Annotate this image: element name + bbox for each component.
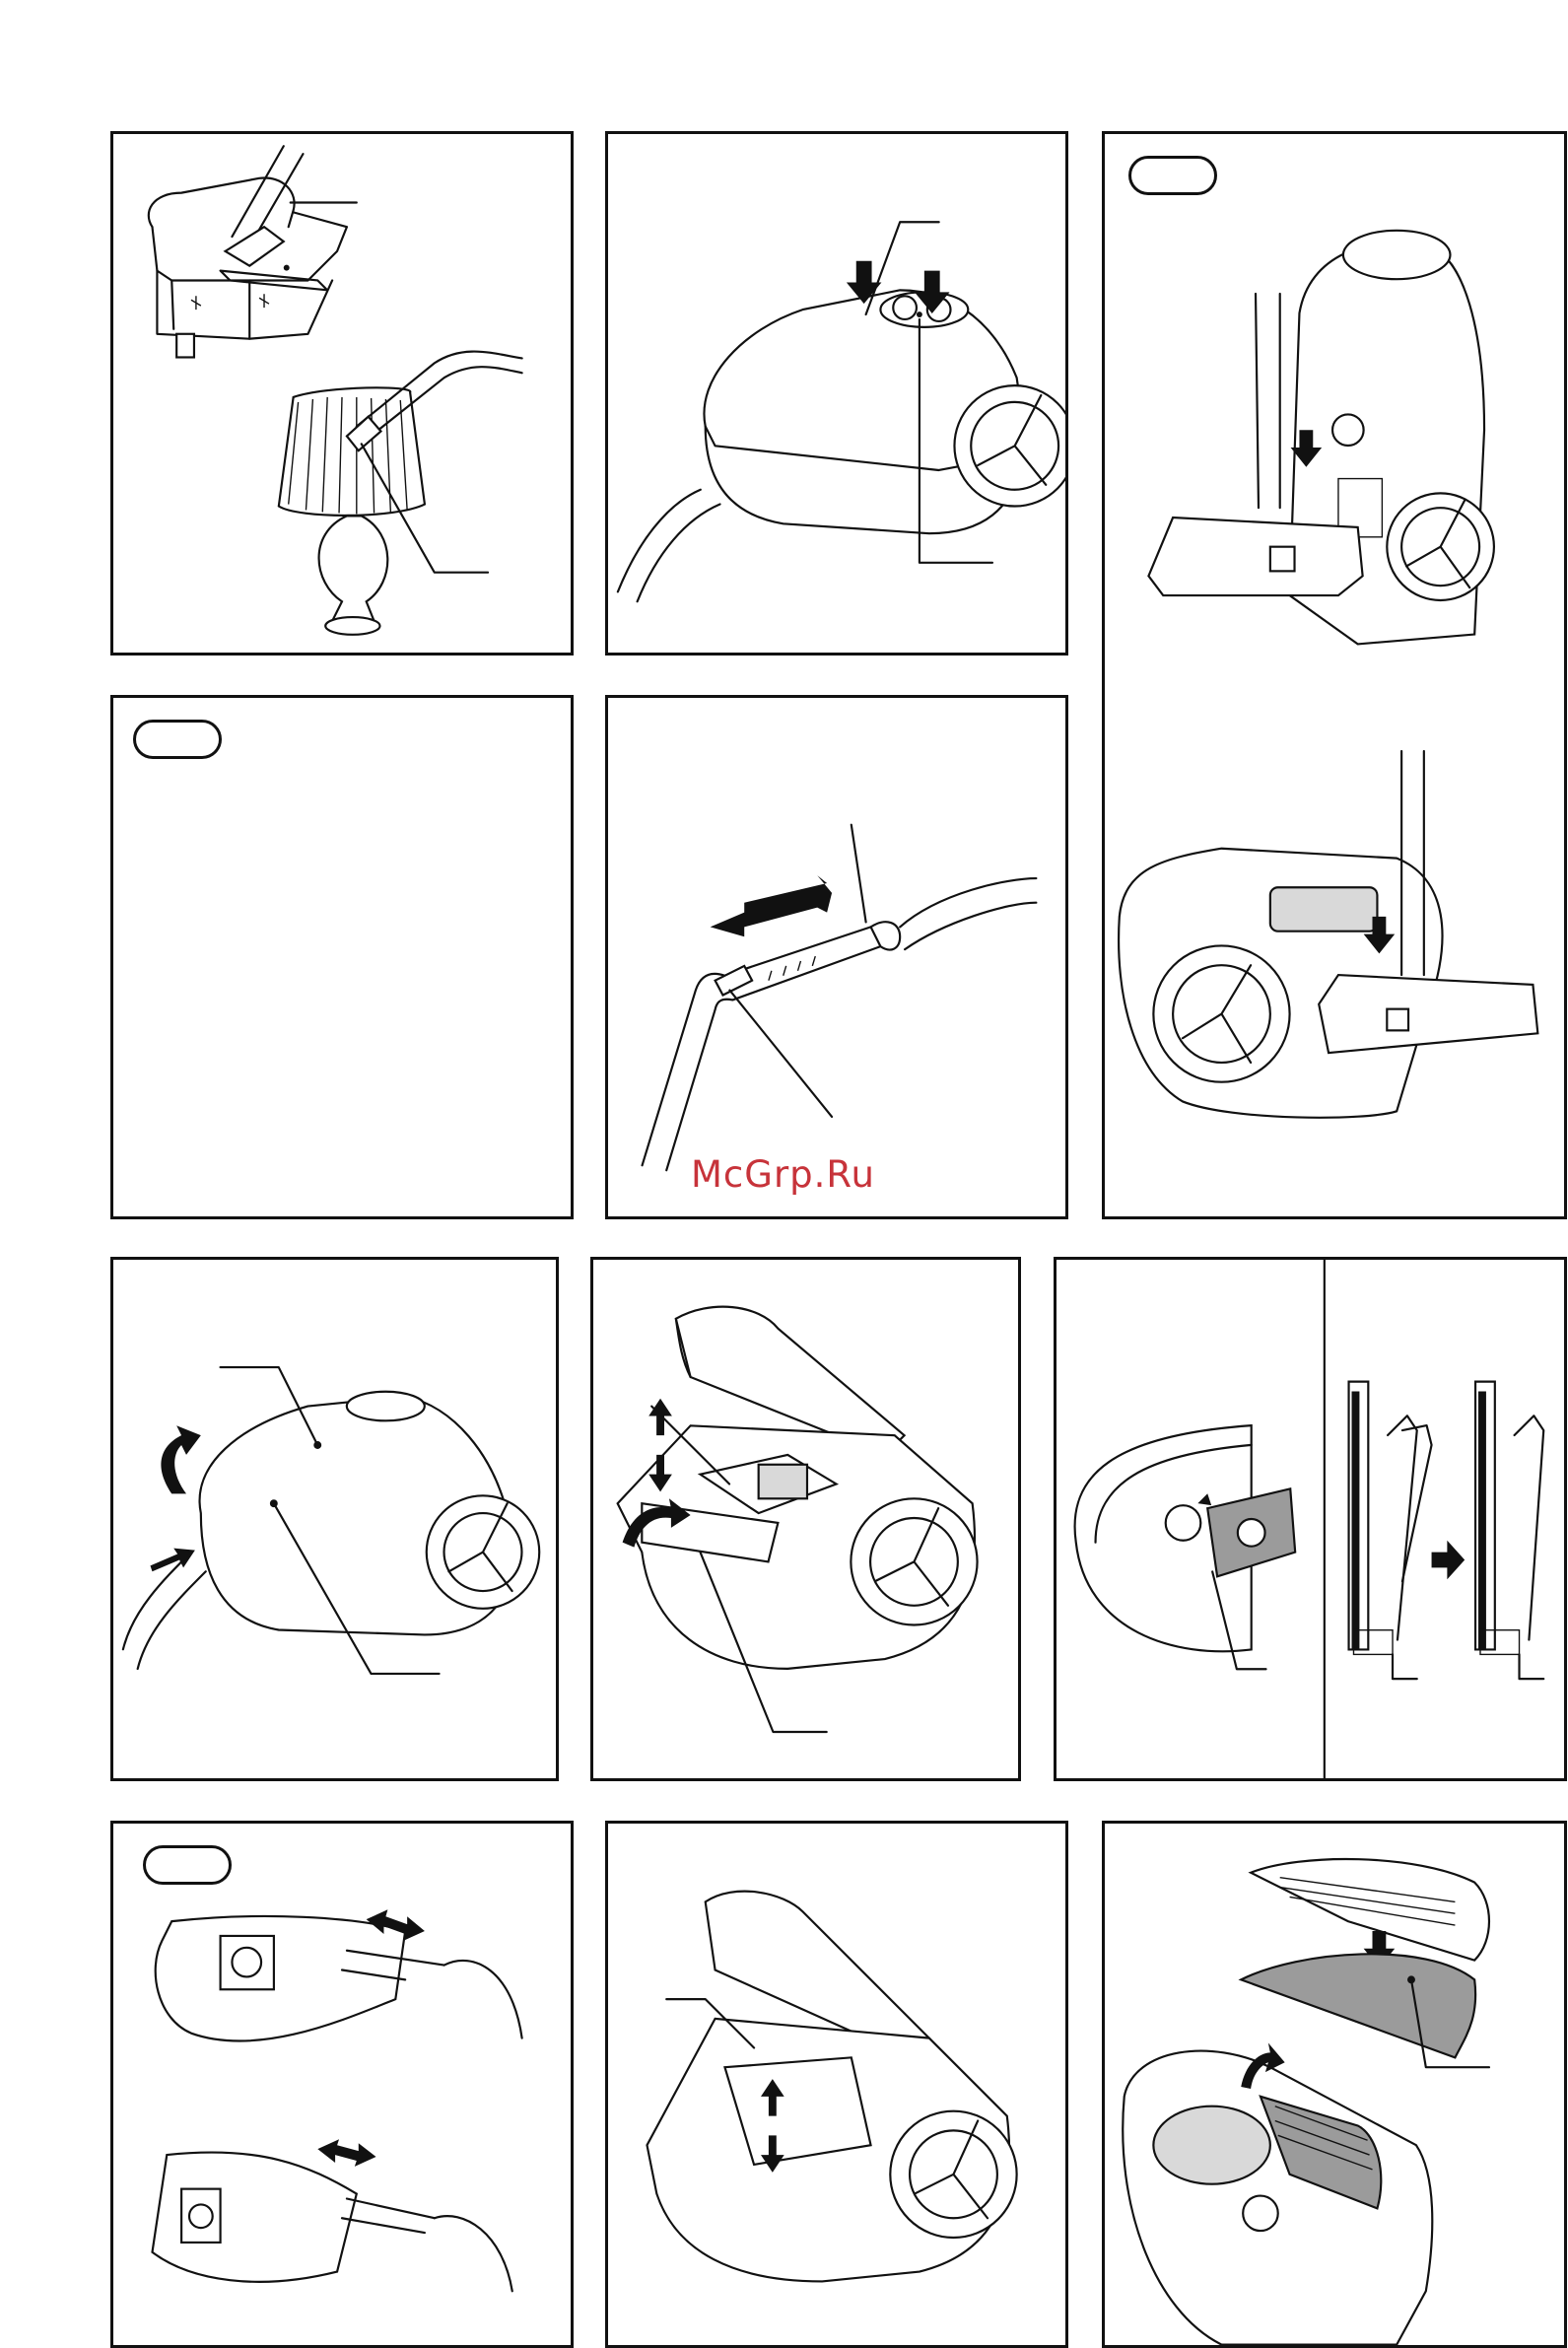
illustration-telescopic-tube xyxy=(608,698,1065,1216)
panel-parking-positions xyxy=(1102,131,1567,1219)
illustration-vacuum-top xyxy=(608,134,1065,653)
illustration-bag-insert xyxy=(608,1824,1065,2345)
panel-lid-open xyxy=(110,1257,559,1781)
illustration-sofa-lamp xyxy=(113,134,571,653)
illustration-parking xyxy=(1105,134,1564,1216)
illustration-lid-open xyxy=(113,1260,556,1778)
panel-upholstery-nozzle xyxy=(110,131,574,656)
panel-bag-holder-out xyxy=(590,1257,1021,1781)
step-badge xyxy=(133,720,222,759)
panel-bag-closing xyxy=(110,1821,574,2348)
panel-telescopic-tube: McGrp.Ru xyxy=(605,695,1068,1219)
panel-control-buttons xyxy=(605,131,1068,656)
illustration-bag-closing xyxy=(113,1824,571,2345)
watermark-text: McGrp.Ru xyxy=(691,1153,937,1196)
illustration-bag-holder xyxy=(593,1260,1018,1778)
panel-bag-flap xyxy=(1054,1257,1567,1781)
panel-blank xyxy=(110,695,574,1219)
illustration-exhaust-filter xyxy=(1105,1824,1564,2345)
panel-exhaust-filter xyxy=(1102,1821,1567,2348)
illustration-bag-flap xyxy=(1057,1260,1564,1778)
panel-bag-insert xyxy=(605,1821,1068,2348)
